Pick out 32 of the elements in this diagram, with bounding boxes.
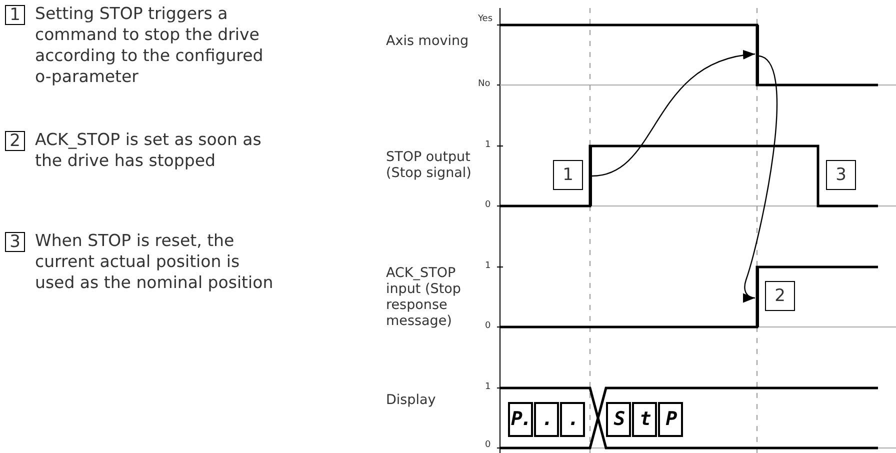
signal-label: Axis moving	[386, 33, 470, 49]
callout-number: 3	[826, 160, 856, 190]
callout-number: 2	[765, 281, 795, 311]
arrow	[742, 55, 778, 302]
tick-label: 0	[485, 200, 491, 210]
callout-text: Setting STOP triggers a command to stop the drive according to the configured o-parameter	[35, 3, 264, 87]
tick-label: 0	[485, 321, 491, 331]
callout-number: 1	[553, 160, 583, 190]
display-digit: P	[658, 402, 683, 437]
signal-label: ACK_STOP input (Stop response message)	[386, 265, 462, 329]
tick-label: No	[478, 79, 490, 89]
callout-text: ACK_STOP is set as soon as the drive has stopped	[35, 129, 262, 171]
display-digit: S	[606, 402, 631, 437]
tick-label: 1	[485, 140, 491, 150]
signal-edge	[756, 25, 759, 85]
arrow	[592, 51, 756, 177]
display-digit: P.	[508, 402, 533, 437]
callout-number: 1	[5, 5, 25, 25]
signal-label: Display	[386, 392, 437, 408]
tick-label: Yes	[478, 14, 493, 24]
display-digit: .	[560, 402, 585, 437]
signal-label: STOP output (Stop signal)	[386, 149, 472, 181]
callout-text: When STOP is reset, the current actual position is used as the nominal position	[35, 230, 274, 293]
callout-number: 2	[5, 131, 25, 151]
callout-number: 3	[5, 232, 25, 252]
tick-label: 0	[485, 440, 491, 450]
signal-edge	[756, 267, 759, 327]
tick-label: 1	[485, 382, 491, 392]
signal-edge	[589, 146, 592, 206]
display-digit: .	[534, 402, 559, 437]
tick-label: 1	[485, 261, 491, 271]
display-digit: t	[632, 402, 657, 437]
